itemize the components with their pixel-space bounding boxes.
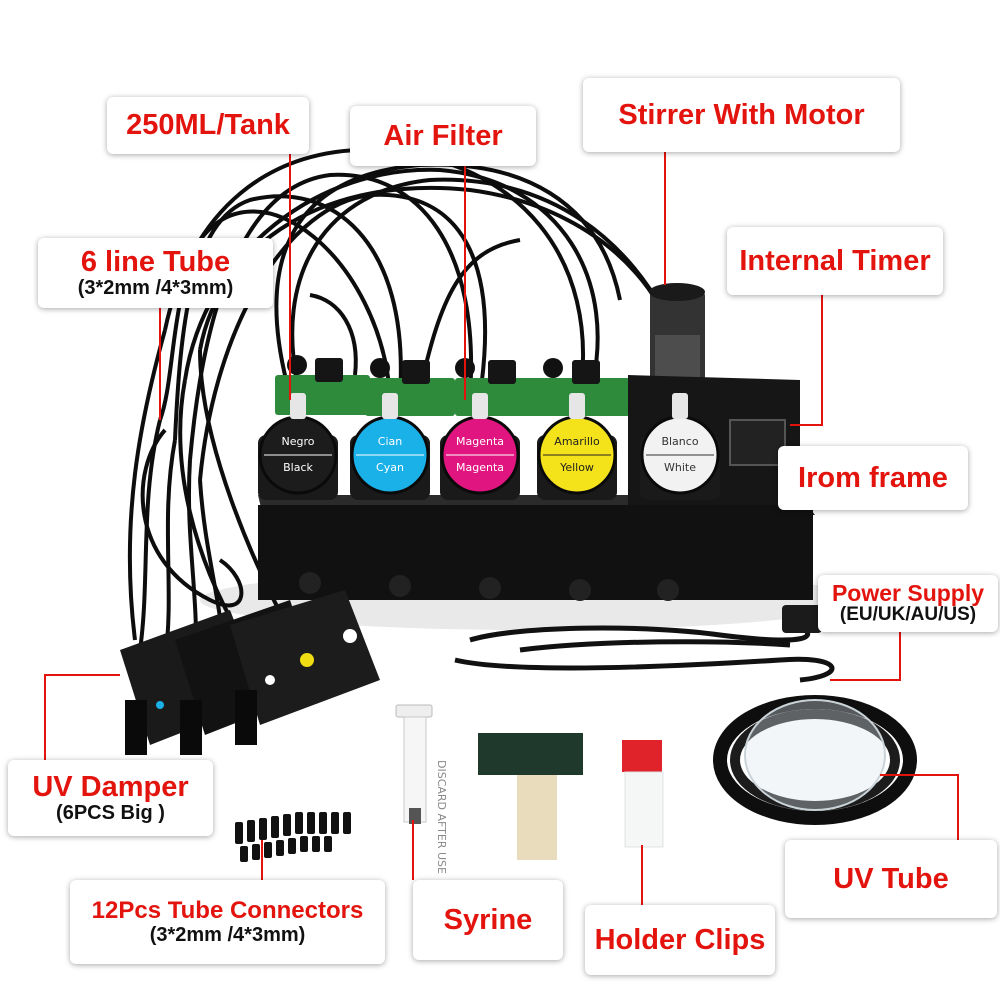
tank-label-bottom: White [664, 461, 696, 474]
label-power-sub: (EU/UK/AU/US) [839, 604, 977, 626]
tube-connectors [235, 812, 351, 862]
label-frame-text: Irom frame [798, 461, 948, 494]
tank-label-bottom: Magenta [456, 461, 504, 474]
power-cable [454, 617, 835, 683]
label-air-filter-text: Air Filter [383, 119, 503, 152]
label-connectors-sub: (3*2mm /4*3mm) [149, 923, 306, 946]
holder-clip-red [622, 740, 664, 848]
syringe-text: DISCARD AFTER USE [435, 760, 448, 874]
syringe: DISCARD AFTER USE [395, 704, 448, 874]
label-clips: Holder Clips [585, 905, 775, 975]
uv-dampers [120, 590, 380, 755]
tube-bundle [158, 147, 692, 481]
label-connectors: 12Pcs Tube Connectors (3*2mm /4*3mm) [70, 880, 385, 964]
label-power: Power Supply (EU/UK/AU/US) [818, 575, 998, 632]
tank-label-top: Negro [282, 435, 315, 448]
label-line-tube: 6 line Tube (3*2mm /4*3mm) [38, 238, 273, 308]
air-filter [290, 393, 306, 419]
tank-label-top: Amarillo [554, 435, 600, 448]
air-filter [382, 393, 398, 419]
label-frame: Irom frame [778, 446, 968, 510]
label-timer-text: Internal Timer [739, 244, 931, 277]
tank-label-top: Cian [378, 435, 402, 448]
label-stirrer-text: Stirrer With Motor [618, 98, 865, 131]
label-line-tube-sub: (3*2mm /4*3mm) [77, 277, 234, 300]
tank-label-bottom: Cyan [376, 461, 404, 474]
power-plug [782, 605, 822, 633]
tank-label-top: Blanco [661, 435, 698, 448]
uv-tube-coil [713, 695, 917, 825]
label-clips-text: Holder Clips [594, 923, 766, 956]
label-damper-sub: (6PCS Big ) [56, 802, 165, 825]
label-uv-tube: UV Tube [785, 840, 997, 918]
label-damper: UV Damper (6PCS Big ) [8, 760, 213, 836]
holder-clip-t [478, 733, 583, 860]
label-tank: 250ML/Tank [107, 97, 309, 154]
label-tank-text: 250ML/Tank [126, 109, 290, 142]
label-uv-tube-text: UV Tube [833, 862, 949, 895]
tank-label-bottom: Yellow [559, 461, 594, 474]
label-air-filter: Air Filter [350, 106, 536, 166]
ink-tanks: NegroBlackCianCyanMagentaMagentaAmarillo… [258, 393, 720, 500]
air-filter [569, 393, 585, 419]
label-connectors-text: 12Pcs Tube Connectors [91, 897, 364, 925]
label-line-tube-text: 6 line Tube [80, 245, 231, 278]
label-timer: Internal Timer [727, 227, 943, 295]
label-syringe-text: Syrine [443, 903, 533, 936]
label-stirrer: Stirrer With Motor [583, 78, 900, 152]
label-syringe: Syrine [413, 880, 563, 960]
air-filter [472, 393, 488, 419]
air-filter [672, 393, 688, 419]
tank-label-bottom: Black [283, 461, 313, 474]
tank-label-top: Magenta [456, 435, 504, 448]
label-power-text: Power Supply [831, 579, 985, 606]
label-damper-text: UV Damper [32, 770, 189, 803]
